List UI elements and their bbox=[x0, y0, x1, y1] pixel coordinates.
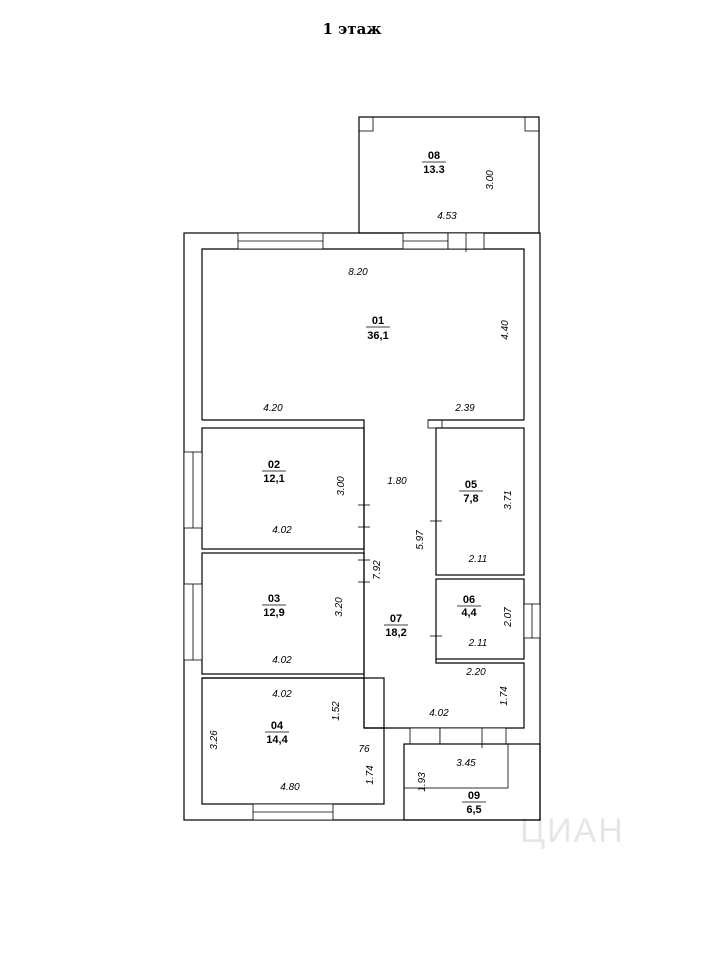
dim-09-height: 1.93 bbox=[417, 772, 428, 792]
dim-05-full: 5.97 bbox=[415, 530, 426, 550]
dim-07-bottom: 4.02 bbox=[429, 708, 449, 719]
dim-04-top: 4.02 bbox=[272, 689, 292, 700]
dim-04-bottom: 4.80 bbox=[280, 782, 300, 793]
room-05-outline bbox=[435, 427, 525, 576]
dim-03-width: 4.02 bbox=[272, 655, 292, 666]
terrace-post-tr bbox=[524, 116, 540, 132]
dim-07-top: 1.80 bbox=[387, 476, 407, 487]
dimension-labels: 3.00 4.53 8.20 4.40 4.20 2.39 3.00 1.80 … bbox=[209, 170, 514, 793]
corridor-left-wall bbox=[202, 419, 365, 728]
entrance-door bbox=[439, 727, 507, 745]
dim-04-76: 76 bbox=[358, 744, 370, 755]
room-labels: 08 13.3 01 36,1 02 12,1 05 7,8 03 12,9 0… bbox=[262, 150, 486, 816]
room-04-top bbox=[202, 677, 384, 729]
dim-04-height-small: 1.52 bbox=[331, 701, 342, 721]
room-01-wall bbox=[201, 248, 525, 420]
room-area-09: 6,5 bbox=[466, 804, 481, 816]
room-number-08: 08 bbox=[428, 150, 440, 162]
porch-09-step bbox=[403, 743, 509, 789]
room-area-06: 4,4 bbox=[461, 607, 477, 619]
terrace-post-tl bbox=[358, 116, 374, 132]
dim-01-left: 4.20 bbox=[263, 403, 283, 414]
room-number-02: 02 bbox=[268, 459, 280, 471]
room-number-05: 05 bbox=[465, 479, 477, 491]
room-number-09: 09 bbox=[468, 790, 480, 802]
dim-01-right: 2.39 bbox=[454, 403, 475, 414]
entrance-window bbox=[409, 727, 441, 745]
dim-07-lower: 1.74 bbox=[499, 686, 510, 706]
dim-06-height: 2.07 bbox=[503, 607, 514, 628]
dim-03-height: 3.20 bbox=[334, 597, 345, 617]
room-number-03: 03 bbox=[268, 593, 280, 605]
dim-04-height: 3.26 bbox=[209, 730, 220, 750]
dim-05-height: 3.71 bbox=[503, 490, 514, 509]
dim-02-height: 3.00 bbox=[336, 476, 347, 496]
dim-06-width: 2.11 bbox=[468, 638, 488, 649]
room-area-07: 18,2 bbox=[385, 627, 406, 639]
dim-09-width: 3.45 bbox=[456, 758, 476, 769]
room-number-04: 04 bbox=[271, 720, 284, 732]
dim-04-174: 1.74 bbox=[365, 765, 376, 785]
room-area-08: 13.3 bbox=[423, 164, 444, 176]
dim-08-width: 4.53 bbox=[437, 211, 457, 222]
room-area-01: 36,1 bbox=[367, 330, 388, 342]
room-area-04: 14,4 bbox=[266, 734, 288, 746]
dim-08-height: 3.00 bbox=[485, 170, 496, 190]
watermark: ЦИАН bbox=[520, 812, 625, 850]
dim-01-height: 4.40 bbox=[500, 320, 511, 340]
wall-stub bbox=[427, 419, 443, 429]
dim-02-width: 4.02 bbox=[272, 525, 292, 536]
dim-05-width: 2.11 bbox=[468, 554, 488, 565]
dim-07-height: 7.92 bbox=[372, 560, 383, 580]
room-number-01: 01 bbox=[372, 315, 384, 327]
room-number-07: 07 bbox=[390, 613, 402, 625]
dim-01-width: 8.20 bbox=[348, 267, 368, 278]
floor-title: 1 этаж bbox=[323, 20, 382, 38]
room-area-02: 12,1 bbox=[263, 473, 284, 485]
dim-07-bottom-width: 2.20 bbox=[465, 667, 486, 678]
room-area-03: 12,9 bbox=[263, 607, 284, 619]
room-area-05: 7,8 bbox=[463, 493, 478, 505]
room-number-06: 06 bbox=[463, 594, 475, 606]
